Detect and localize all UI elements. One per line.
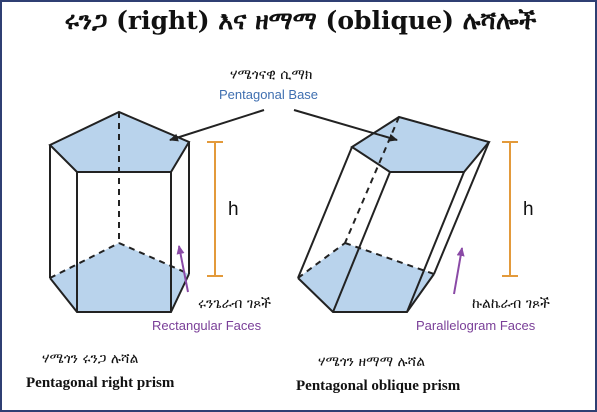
parallelogram-faces-arrow — [453, 247, 465, 295]
oblique-prism — [297, 115, 491, 313]
oblique-prism-height-label: h — [523, 199, 534, 220]
oblique-prism-name-amharic: ሃሜጎን ዘማማ ሉሻል — [318, 354, 426, 370]
rectangular-faces-arrow — [176, 245, 189, 293]
right-prism-bottom-base — [50, 243, 189, 312]
pentagonal-base-label-english: Pentagonal Base — [219, 87, 319, 102]
right-prism-name-amharic: ሃሜጎን ሩንጋ ሉሻል — [42, 351, 139, 367]
page-title: ሩንጋ (right) እና ዘማማ (oblique) ሉሻሎች — [64, 6, 537, 35]
base-arrow-right — [293, 109, 398, 142]
rectangular-faces-label-amharic: ሩንጌራብ ገጾች — [198, 296, 272, 312]
right-prism — [48, 110, 191, 313]
right-prism-height-marker — [207, 141, 223, 277]
rectangular-faces-label-english: Rectangular Faces — [152, 318, 262, 333]
pentagonal-base-label-amharic: ሃሜጎናዊ ሲማክ — [230, 67, 313, 83]
parallelogram-faces-label-amharic: ኩልኬራብ ገጾች — [472, 296, 550, 312]
right-prism-name-english: Pentagonal right prism — [26, 375, 175, 391]
right-prism-edges — [49, 142, 190, 313]
right-prism-top-base — [48, 110, 191, 173]
oblique-prism-name-english: Pentagonal oblique prism — [296, 378, 461, 394]
oblique-prism-height-marker — [502, 141, 518, 277]
oblique-prism-edges — [297, 141, 490, 313]
oblique-prism-bottom-base — [298, 243, 434, 312]
base-arrow-left — [169, 109, 265, 142]
parallelogram-faces-label-english: Parallelogram Faces — [416, 318, 536, 333]
oblique-prism-top-base — [350, 115, 491, 173]
right-prism-height-label: h — [228, 199, 239, 220]
right-prism-hidden-edges — [49, 112, 190, 279]
